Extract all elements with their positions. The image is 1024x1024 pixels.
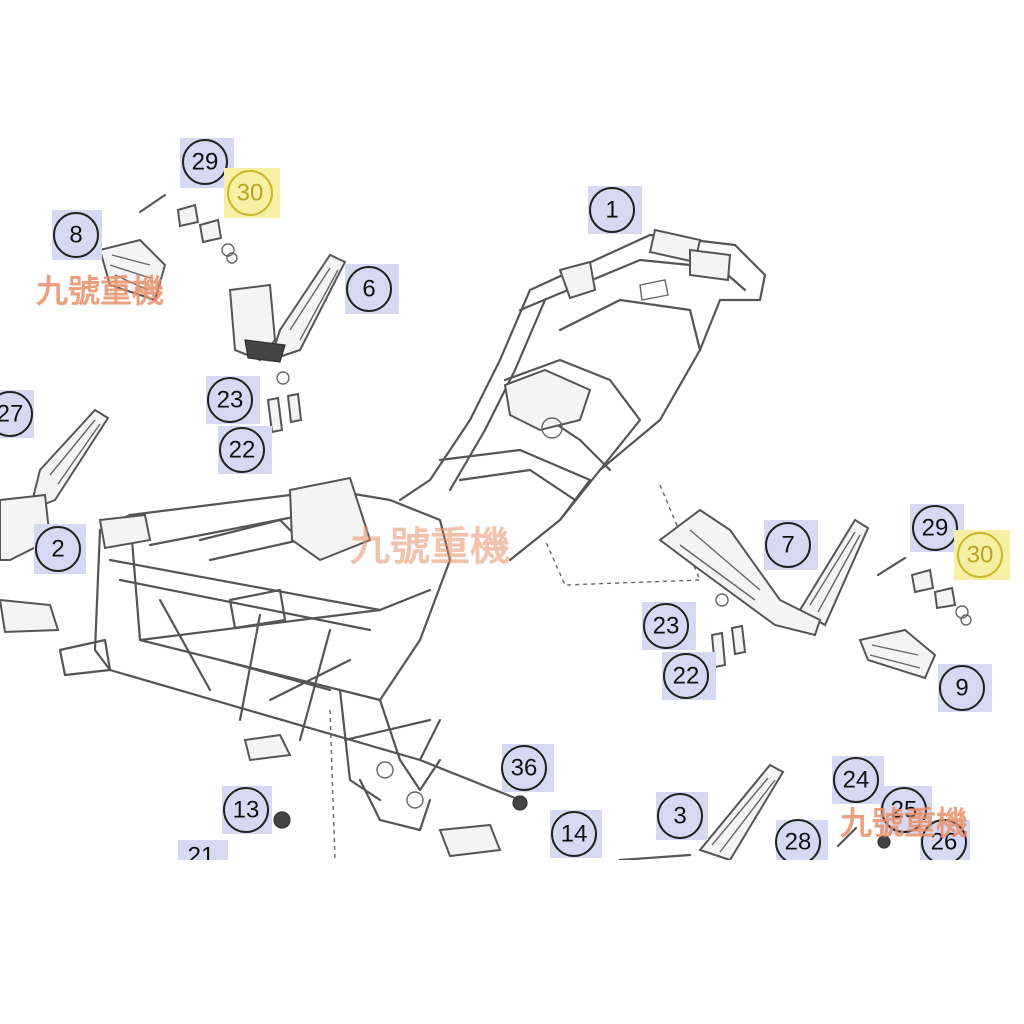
callout-30-right-label: 30: [967, 542, 994, 569]
callout-22-left: 22: [218, 426, 272, 474]
callout-25-label: 25: [891, 797, 918, 824]
callout-23-right-label: 23: [653, 613, 680, 640]
left-edge-parts-drawing: [0, 408, 110, 634]
callout-3-label: 3: [673, 803, 686, 830]
callout-2-label: 2: [51, 536, 64, 563]
callout-6-label: 6: [362, 276, 375, 303]
callout-27: 27: [0, 390, 34, 438]
callout-3: 3: [656, 792, 708, 840]
callout-22-right: 22: [662, 652, 716, 700]
callout-9-label: 9: [955, 675, 968, 702]
callout-14: 14: [550, 810, 602, 858]
callout-7-label: 7: [781, 532, 794, 559]
callout-2: 2: [34, 524, 86, 574]
callout-8-label: 8: [69, 222, 82, 249]
callout-28: 28: [775, 819, 828, 865]
watermark-center: 九號重機: [350, 524, 510, 570]
callout-29-left: 29: [180, 138, 234, 188]
callout-30-left: 30: [224, 168, 280, 218]
callout-22-left-label: 22: [229, 437, 256, 464]
callout-24: 24: [832, 756, 884, 804]
callout-26-label: 26: [931, 829, 958, 856]
callout-7: 7: [764, 520, 818, 570]
callout-23-left: 23: [206, 376, 260, 424]
left-footpeg-bracket-drawing: [98, 193, 347, 434]
callout-29-left-label: 29: [192, 149, 219, 176]
callout-36-label: 36: [511, 755, 538, 782]
bottom-blank-area: [0, 860, 1024, 1024]
watermark-bottom-right: 九號重機: [840, 804, 968, 842]
callout-23-left-label: 23: [217, 387, 244, 414]
callout-28-label: 28: [785, 829, 812, 856]
callout-1-label: 1: [605, 197, 618, 224]
callout-26: 26: [920, 819, 970, 865]
callout-23-right: 23: [642, 602, 696, 650]
callout-27-label: 27: [0, 401, 23, 428]
callout-14-label: 14: [561, 821, 588, 848]
callout-13: 13: [222, 786, 272, 834]
main-frame-drawing: [58, 228, 767, 861]
top-blank-area: [0, 0, 1024, 135]
callout-1: 1: [588, 186, 642, 234]
callout-22-right-label: 22: [673, 663, 700, 690]
bottom-right-parts-drawing: [618, 763, 891, 862]
callout-30-left-label: 30: [237, 180, 264, 207]
right-footpeg-bracket-drawing: [658, 508, 972, 680]
callout-9: 9: [938, 664, 992, 712]
callout-6: 6: [345, 264, 399, 314]
callout-8: 8: [52, 210, 102, 260]
callout-29-right-label: 29: [922, 515, 949, 542]
callout-30-right: 30: [954, 530, 1010, 580]
callout-24-label: 24: [843, 767, 870, 794]
watermark-top-left: 九號重機: [36, 272, 164, 310]
callout-25: 25: [880, 786, 932, 834]
callout-36: 36: [501, 744, 554, 792]
callout-13-label: 13: [233, 797, 260, 824]
